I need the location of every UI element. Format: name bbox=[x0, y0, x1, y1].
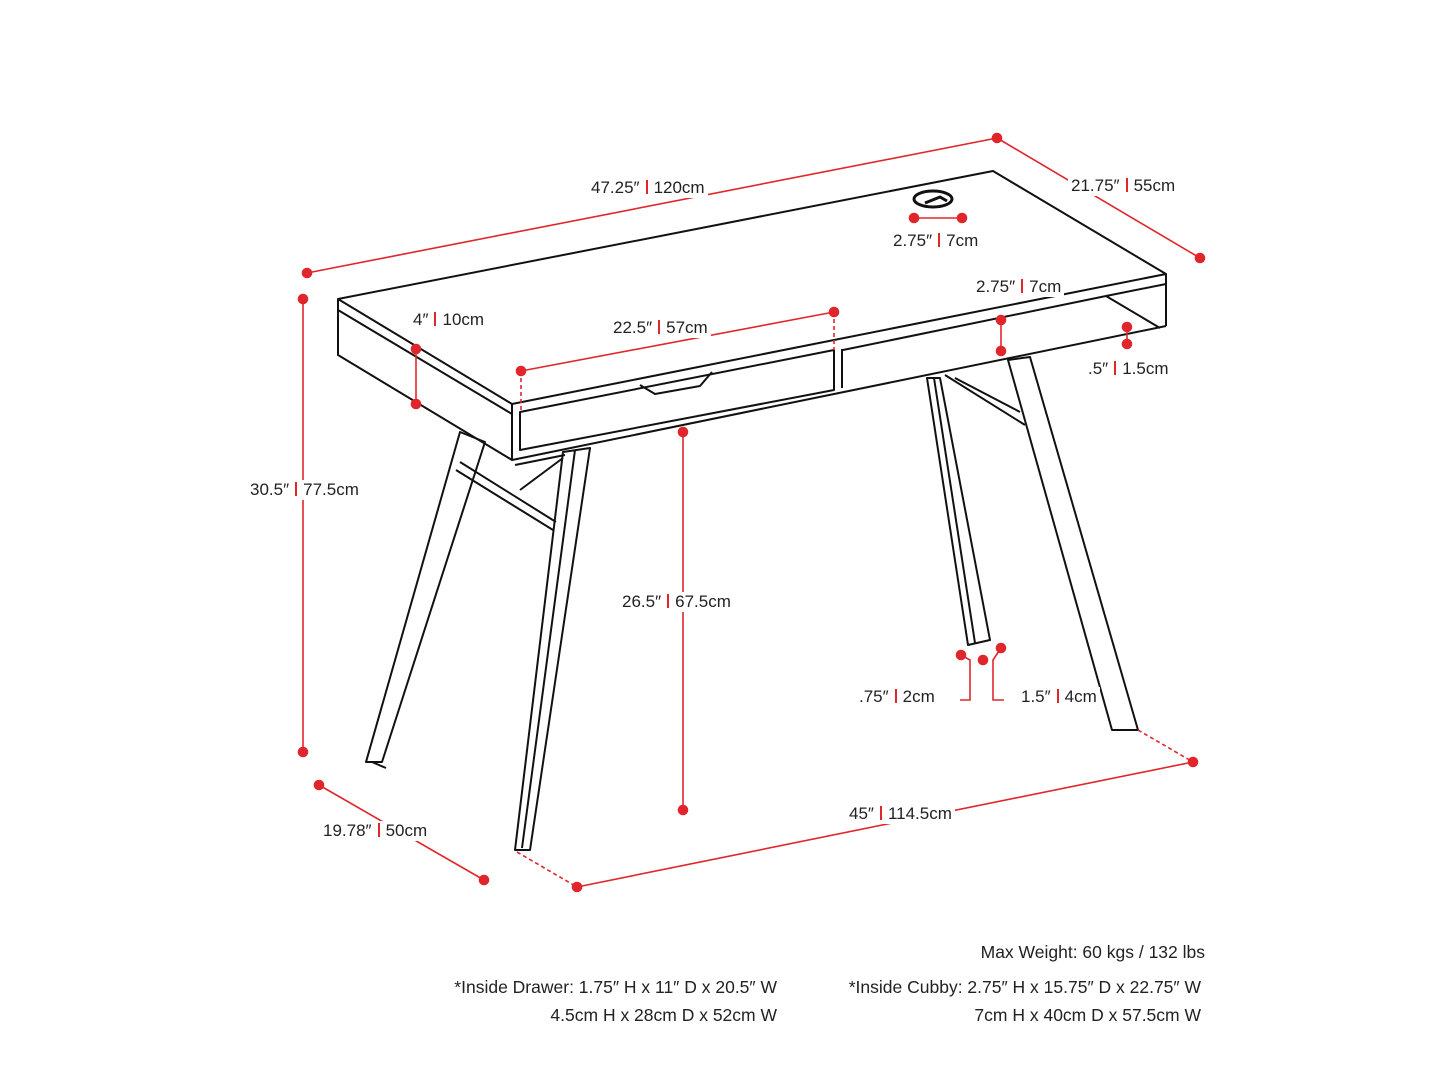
separator bbox=[377, 823, 380, 837]
separator bbox=[938, 233, 941, 247]
cm-value: 57cm bbox=[666, 318, 708, 337]
separator bbox=[295, 482, 298, 496]
inch-value: .5″ bbox=[1088, 359, 1109, 378]
cm-value: 4cm bbox=[1064, 687, 1097, 706]
separator bbox=[879, 806, 882, 820]
inch-value: 19.78″ bbox=[323, 821, 372, 840]
separator bbox=[667, 594, 670, 608]
dimension-label-drawer-width: 22.5″ 57cm bbox=[610, 318, 711, 338]
inch-value: .75″ bbox=[859, 687, 889, 706]
dimension-label-leg-depth: 1.5″ 4cm bbox=[1018, 687, 1100, 707]
cm-value: 7cm bbox=[1029, 277, 1062, 296]
separator bbox=[645, 180, 648, 194]
desk-outline bbox=[337, 170, 1167, 851]
inch-value: 1.5″ bbox=[1021, 687, 1051, 706]
inch-value: 30.5″ bbox=[250, 480, 290, 499]
inch-value: 26.5″ bbox=[622, 592, 662, 611]
separator bbox=[434, 312, 437, 326]
dimension-label-top-width: 47.25″ 120cm bbox=[588, 178, 708, 198]
inch-value: 2.75″ bbox=[893, 231, 933, 250]
separator bbox=[1021, 279, 1024, 293]
separator bbox=[894, 689, 897, 703]
inch-value: 2.75″ bbox=[976, 277, 1016, 296]
cm-value: 2cm bbox=[902, 687, 935, 706]
inch-value: 21.75″ bbox=[1071, 176, 1120, 195]
inside-cubby-cm: 7cm H x 40cm D x 57.5cm W bbox=[974, 1005, 1201, 1025]
separator bbox=[1125, 178, 1128, 192]
cm-value: 10cm bbox=[442, 310, 485, 329]
dimension-label-top-thickness: 4″ 10cm bbox=[410, 310, 488, 330]
inside-drawer-inches: *Inside Drawer: 1.75″ H x 11″ D x 20.5″ … bbox=[454, 977, 777, 997]
inch-value: 4″ bbox=[413, 310, 429, 329]
cm-value: 77.5cm bbox=[303, 480, 359, 499]
cm-value: 7cm bbox=[946, 231, 979, 250]
dimension-label-grommet: 2.75″ 7cm bbox=[890, 231, 982, 251]
cm-value: 114.5cm bbox=[887, 804, 952, 823]
separator bbox=[1056, 689, 1059, 703]
dimension-label-base-depth: 19.78″ 50cm bbox=[320, 821, 431, 841]
cm-value: 67.5cm bbox=[675, 592, 731, 611]
dimension-label-clearance: 26.5″ 67.5cm bbox=[619, 592, 734, 612]
inch-value: 47.25″ bbox=[591, 178, 640, 197]
dimension-label-total-height: 30.5″ 77.5cm bbox=[247, 480, 362, 500]
dimension-label-top-depth: 21.75″ 55cm bbox=[1068, 176, 1179, 196]
max-weight-note: Max Weight: 60 kgs / 132 lbs bbox=[980, 942, 1205, 962]
cm-value: 120cm bbox=[653, 178, 705, 197]
dimension-lines bbox=[297, 132, 1206, 893]
inside-cubby-inches: *Inside Cubby: 2.75″ H x 15.75″ D x 22.7… bbox=[848, 977, 1201, 997]
inch-value: 45″ bbox=[849, 804, 874, 823]
inside-drawer-cm: 4.5cm H x 28cm D x 52cm W bbox=[550, 1005, 777, 1025]
cm-value: 1.5cm bbox=[1122, 359, 1169, 378]
separator bbox=[658, 320, 661, 334]
dimension-label-base-width: 45″ 114.5cm bbox=[846, 804, 955, 824]
dimension-label-leg-width: .75″ 2cm bbox=[856, 687, 938, 707]
separator bbox=[1114, 361, 1117, 375]
cm-value: 50cm bbox=[385, 821, 428, 840]
inch-value: 22.5″ bbox=[613, 318, 653, 337]
dimension-label-shelf-thickness: .5″ 1.5cm bbox=[1085, 359, 1172, 379]
cm-value: 55cm bbox=[1133, 176, 1176, 195]
dimension-label-cubby-height: 2.75″ 7cm bbox=[973, 277, 1065, 297]
